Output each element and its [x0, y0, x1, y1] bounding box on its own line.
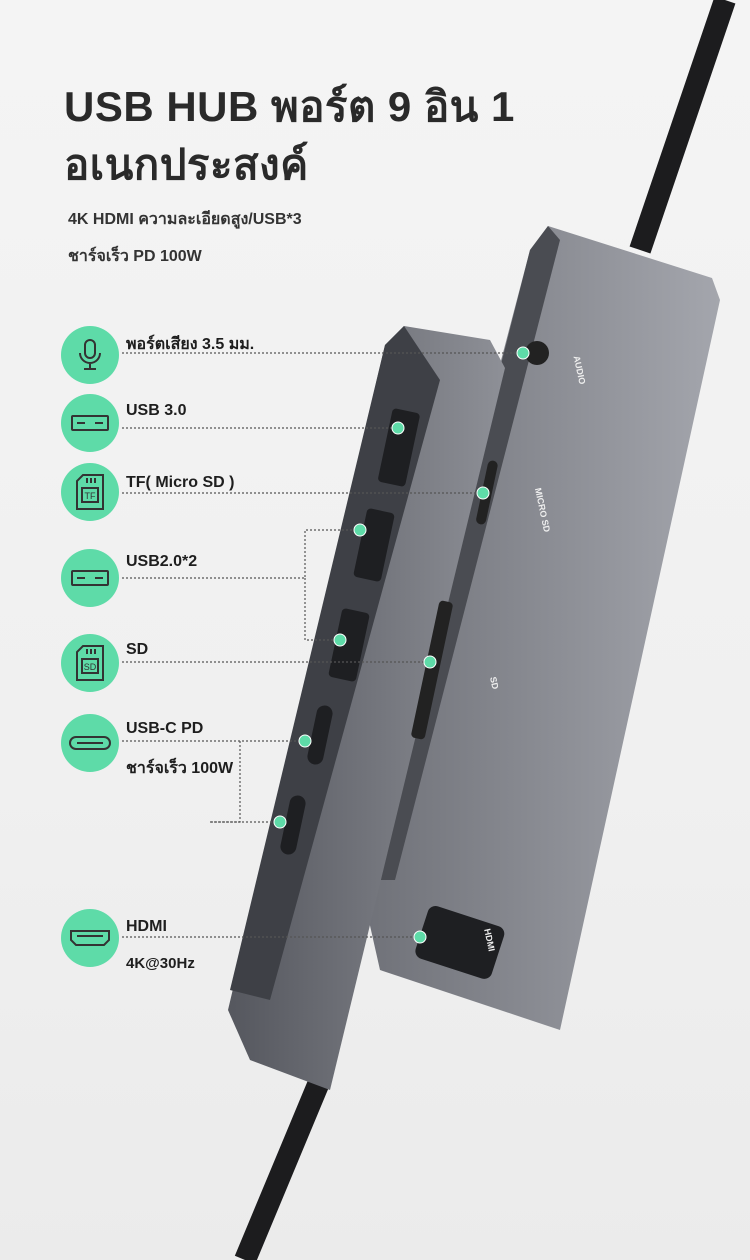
feature-sublabel-hdmi: 4K@30Hz	[126, 955, 195, 972]
title-line-1: USB HUB พอร์ต 9 อิน 1	[64, 83, 515, 130]
title-line-2: อเนกประสงค์	[64, 141, 309, 188]
microphone-icon	[61, 326, 119, 384]
sd-card-icon: SD	[61, 634, 119, 692]
leader-lines	[122, 352, 523, 938]
feature-label-usb3: USB 3.0	[126, 402, 187, 419]
tf-card-icon: TF	[61, 463, 119, 521]
subtitle-line-2: ชาร์จเร็ว PD 100W	[68, 248, 202, 265]
rear-hub-body	[362, 226, 720, 1030]
feature-label-usbc: USB-C PD	[126, 720, 204, 737]
usb-port-icon-2	[61, 549, 119, 607]
feature-label-tf: TF( Micro SD )	[126, 474, 235, 491]
feature-label-usb2: USB2.0*2	[126, 553, 198, 570]
usb-port-icon	[61, 394, 119, 452]
feature-label-audio: พอร์ตเสียง 3.5 มม.	[126, 336, 255, 353]
subtitle-line-1: 4K HDMI ความละเอียดสูง/USB*3	[68, 211, 302, 228]
feature-sublabel-usbc: ชาร์จเร็ว 100W	[126, 760, 234, 777]
svg-text:TF: TF	[85, 491, 96, 501]
feature-label-sd: SD	[126, 641, 149, 658]
port-markers	[273, 346, 530, 944]
feature-label-hdmi: HDMI	[126, 918, 167, 935]
hdmi-icon	[61, 909, 119, 967]
usb-c-icon	[61, 714, 119, 772]
page-title: USB HUB พอร์ต 9 อิน 1 อเนกประสงค์	[64, 78, 515, 194]
svg-text:SD: SD	[84, 662, 97, 672]
cable-top	[629, 0, 736, 254]
cable-bottom	[234, 1075, 331, 1260]
